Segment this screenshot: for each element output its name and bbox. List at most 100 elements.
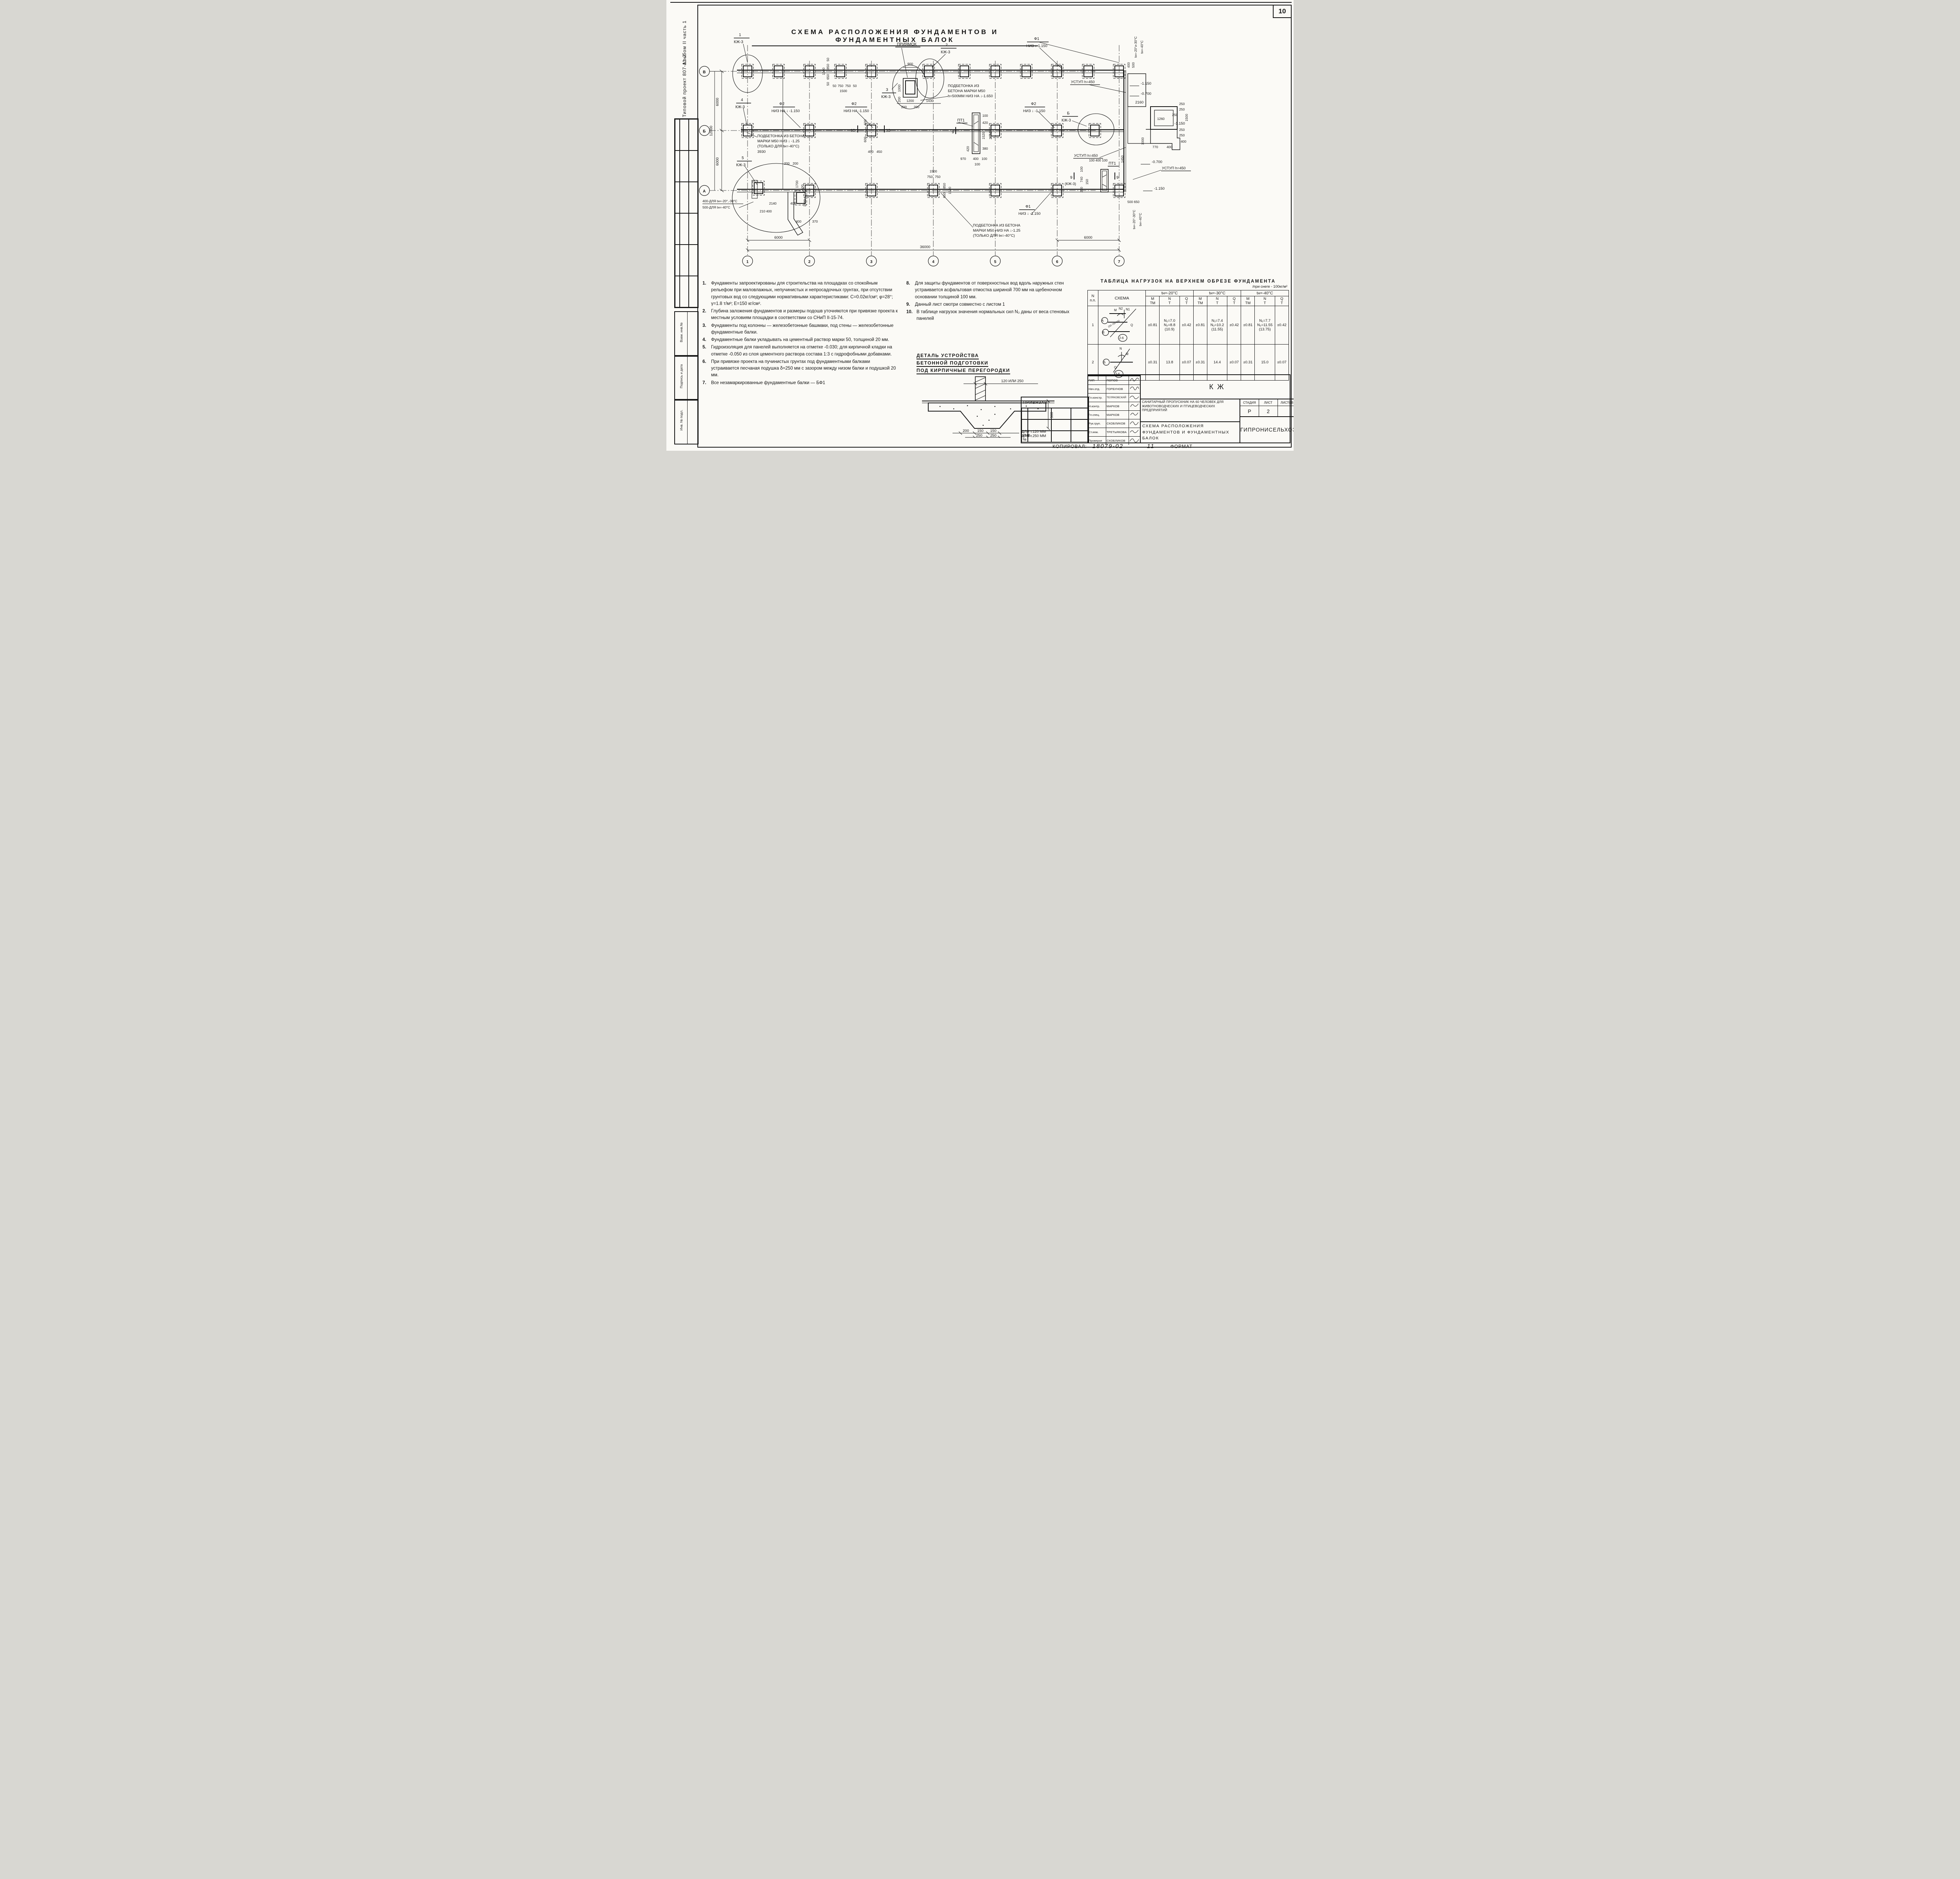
personnel-row: Ст.инж. ТРЕТЬЯКОВА	[1088, 428, 1140, 437]
load-value: ±0.42	[1227, 306, 1241, 345]
dim-label: 250	[1179, 128, 1185, 132]
dim-label: 850	[826, 64, 830, 69]
copy-value: 18079-02	[1092, 443, 1124, 450]
note-label: (ТОЛЬКО ДЛЯ tн=-40°С)	[757, 144, 799, 149]
privyazan-block: ПРИВЯЗАН ИНВ.№	[1021, 397, 1089, 443]
dim-label: 750	[935, 175, 940, 179]
elevation-label: -0.700	[1141, 92, 1151, 96]
detail-dim: 250	[990, 433, 996, 438]
note-text: Для защиты фундаментов от поверхностных …	[915, 281, 1064, 299]
section-mark: 9	[1116, 176, 1119, 180]
mark-label: НИЗ НА -1.150	[844, 109, 869, 113]
note-item: 1.Фундаменты запроектированы для строите…	[702, 280, 898, 307]
dim-label: 200	[897, 97, 901, 102]
dim-label: 100	[975, 162, 980, 166]
leader-lines	[739, 42, 1161, 228]
axis-row-label: В	[703, 70, 706, 74]
row-num: 1	[1087, 306, 1098, 345]
mark-label: Ф2	[1031, 102, 1036, 106]
schema-sketch-2: Б N М Q 2-6	[1103, 347, 1133, 378]
note-label: БЕТОНА МАРКИ М50	[948, 89, 985, 93]
load-value: N₁=7.4 N₂=10.2 (11.55)	[1207, 306, 1228, 345]
dim-label: 450	[877, 150, 882, 154]
note-label: 500-ДЛЯ tн=-40°С	[702, 205, 730, 209]
detail-dim: 150	[977, 429, 984, 433]
dim-label: 650	[942, 192, 946, 198]
note-text: Данный лист смотри совместно с листом 1	[915, 302, 1005, 307]
dimension-chains	[714, 67, 1121, 252]
page-number: 10	[1273, 5, 1292, 18]
dim-label: 250	[1179, 107, 1185, 111]
axis-bubbles	[699, 66, 1125, 267]
col-header-temp: tн=-30°С	[1193, 290, 1241, 296]
dim-label: 650	[826, 74, 830, 80]
mark-label: 3	[886, 88, 888, 92]
stamp-box	[687, 356, 698, 400]
subcol-q: Q Т	[1179, 296, 1194, 306]
dim-label: 2140	[769, 201, 777, 205]
dim-label: 3930	[757, 150, 766, 154]
note-number: 3.	[702, 323, 706, 328]
title-block-right: КЖ САНИТАРНЫЙ ПРОПУСКНИК НА 60 ЧЕЛОВЕК Д…	[1141, 375, 1294, 443]
title-block: ГИП ПОПОВ Нач.отд. ГОРБУНОВ Гл.констр. Т…	[1087, 374, 1294, 445]
name: ТРЕТЬЯКОВА	[1106, 428, 1129, 436]
subcol-n: N Т	[1254, 296, 1275, 306]
mark-label: Ф2	[779, 102, 785, 106]
detail-dim-label: ДЛЯ т.250 ММ	[1022, 434, 1046, 438]
dim-label: 1450	[1120, 155, 1124, 163]
mark-label: 4	[741, 98, 743, 102]
dim-label: 200	[914, 105, 919, 109]
priyamok-label: ПРИЯМОК	[897, 42, 916, 47]
dim-label: 100 400 100	[1089, 158, 1108, 162]
note-item: 10.В таблице нагрузок значения нормальны…	[906, 309, 1079, 323]
dim-label: 100	[982, 114, 988, 118]
note-label: h=500ММ НИЗ НА ↓-1.650	[948, 94, 993, 98]
dim-label: 420	[966, 146, 970, 152]
detail-title-2: БЕТОННОЙ ПОДГОТОВКИ	[916, 360, 989, 367]
note-text: Фундаментные балки укладывать на цементн…	[711, 337, 889, 342]
dim-label: 850	[942, 183, 946, 189]
temp-label: tн=-40°С	[1138, 213, 1142, 226]
axis-col-label: 6	[1056, 260, 1058, 264]
schema-force-label: N2	[1119, 307, 1123, 310]
personnel-row: Рук.груп. СКОБЛИКОВ	[1088, 419, 1140, 428]
note-text: Все незамаркированные фундаментные балки…	[711, 380, 826, 385]
note-number: 7.	[702, 380, 706, 385]
dim-label: 420	[982, 121, 988, 125]
axis-col-label: 2	[808, 260, 811, 264]
signature	[1129, 385, 1140, 393]
mark-label: Ф2	[851, 102, 857, 106]
dim-label: 100	[982, 157, 987, 161]
sheets-value	[1278, 406, 1294, 416]
mark-label: НИЗ ↓ -1.150	[1018, 212, 1040, 216]
dim-label: 970	[960, 157, 966, 161]
dim-label: 6000	[715, 157, 720, 165]
temp-label: tн=-40°С	[1140, 40, 1144, 54]
name: МАРКОВ	[1106, 402, 1129, 410]
note-item: 9.Данный лист смотри совместно с листом …	[906, 301, 1079, 308]
dim-label: 900	[907, 62, 913, 66]
signature	[1129, 394, 1140, 402]
format-label: ФОРМАТ	[1170, 444, 1193, 449]
name: ПОПОВ	[1106, 376, 1129, 385]
dim-label: 50	[853, 84, 857, 88]
dim-label: 750	[845, 84, 851, 88]
copy-line: КОПИРОВАЛ: 18079-02 11 ФОРМАТ	[1053, 443, 1192, 450]
detail-title-3: ПОД КИРПИЧНЫЕ ПЕРЕГОРОДКИ	[916, 368, 1010, 374]
stage-label: СТАДИЯ	[1240, 399, 1259, 406]
detail-dim-height: 300	[1050, 412, 1054, 418]
elevation-label: -1.150	[1174, 122, 1185, 126]
project-name: САНИТАРНЫЙ ПРОПУСКНИК НА 60 ЧЕЛОВЕК ДЛЯ …	[1141, 399, 1240, 423]
schema-force-label: Q	[1114, 366, 1116, 369]
mark-label: НИЗ ↓ -1.150	[1023, 109, 1045, 113]
mark-label: Ф1	[1034, 37, 1040, 41]
sheet-top-edge	[670, 2, 1292, 3]
axis-col-label: 4	[932, 260, 935, 264]
schema-dims: 250 760 150	[1108, 320, 1120, 328]
dim-label: 50	[826, 58, 830, 62]
dim-label: 1260	[1157, 117, 1165, 121]
mark-label: 1	[739, 33, 741, 37]
role: Проверил	[1088, 437, 1106, 445]
signature	[1129, 419, 1140, 428]
pt1-label: ПТ1	[957, 118, 965, 123]
